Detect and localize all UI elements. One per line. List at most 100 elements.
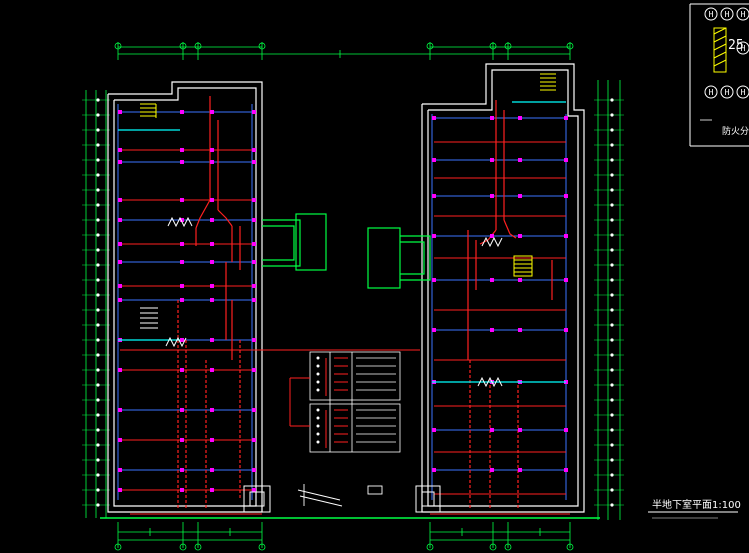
- sprinkler-head: [180, 284, 184, 288]
- left-tick-dot: [96, 443, 100, 447]
- sprinkler-head: [252, 218, 256, 222]
- left-tick-dot: [96, 383, 100, 387]
- sprinkler-head: [210, 488, 214, 492]
- sprinkler-head: [210, 242, 214, 246]
- sprinkler-head: [252, 338, 256, 342]
- sprinkler-head: [252, 160, 256, 164]
- connecting-passage: [262, 213, 431, 289]
- right-tick-dot: [610, 353, 614, 357]
- legend-mark-7: [736, 85, 749, 99]
- right-tick-dot: [610, 128, 614, 132]
- sprinkler-head: [252, 260, 256, 264]
- sprinkler-head: [210, 260, 214, 264]
- riser-table-rows: [316, 356, 396, 444]
- drawing-title-block: 半地下室平面1:100: [648, 498, 741, 519]
- sprinkler-head: [118, 260, 122, 264]
- sprinkler-heads: [118, 110, 568, 492]
- sprinkler-head: [118, 298, 122, 302]
- table-row-bullet: [316, 416, 320, 420]
- legend-mark-label-5: H: [709, 88, 714, 97]
- left-tick-dot: [96, 98, 100, 102]
- table-row-bullet: [316, 388, 320, 392]
- sprinkler-head: [252, 368, 256, 372]
- sprinkler-head: [432, 428, 436, 432]
- left-tick-dot: [96, 503, 100, 507]
- right-tick-dot: [610, 458, 614, 462]
- sprinkler-head: [118, 408, 122, 412]
- right-tick-dot: [610, 488, 614, 492]
- sprinkler-head: [490, 428, 494, 432]
- legend-mark-4: [736, 41, 749, 55]
- table-row-bullet: [316, 372, 320, 376]
- sprinkler-head: [432, 194, 436, 198]
- sprinkler-head: [180, 468, 184, 472]
- sprinkler-head: [252, 488, 256, 492]
- sprinkler-head: [564, 428, 568, 432]
- sprinkler-head: [210, 284, 214, 288]
- sprinkler-head: [180, 218, 184, 222]
- right-tick-dot: [610, 263, 614, 267]
- sprinkler-head: [490, 194, 494, 198]
- entry-ramp: [297, 484, 383, 507]
- right-tick-dot: [610, 323, 614, 327]
- sprinkler-head: [564, 468, 568, 472]
- sprinkler-head: [180, 148, 184, 152]
- sprinkler-head: [518, 468, 522, 472]
- bottom-wall-details: [243, 485, 441, 513]
- sprinkler-head: [518, 234, 522, 238]
- sprinkler-head: [180, 408, 184, 412]
- table-row-bullet: [316, 440, 320, 444]
- left-tick-dot: [96, 293, 100, 297]
- pipes-right: [467, 100, 553, 510]
- left-tick-dot: [96, 353, 100, 357]
- table-row-bullet: [316, 424, 320, 428]
- left-tick-dot: [96, 143, 100, 147]
- right-tick-dot: [610, 503, 614, 507]
- sprinkler-head: [518, 328, 522, 332]
- valve-groups: [165, 216, 503, 388]
- sprinkler-head: [180, 242, 184, 246]
- sprinkler-head: [518, 428, 522, 432]
- sprinkler-head: [118, 468, 122, 472]
- sprinkler-head: [180, 298, 184, 302]
- sprinkler-head: [210, 298, 214, 302]
- bottom-dimensions: [117, 522, 571, 548]
- sprinkler-head: [252, 148, 256, 152]
- right-tick-dot: [610, 248, 614, 252]
- sprinkler-head: [564, 158, 568, 162]
- sprinkler-head: [490, 328, 494, 332]
- sprinkler-head: [210, 198, 214, 202]
- right-tick-dot: [610, 473, 614, 477]
- sprinkler-head: [252, 408, 256, 412]
- right-tick-dot: [610, 293, 614, 297]
- sprinkler-head: [564, 116, 568, 120]
- left-tick-dot: [96, 413, 100, 417]
- legend-mark-6: [720, 85, 734, 99]
- left-tick-dot: [96, 473, 100, 477]
- right-building-walls: [421, 63, 585, 513]
- left-axis-ticks: [82, 98, 110, 507]
- sprinkler-head: [518, 278, 522, 282]
- right-axis-ticks: [594, 98, 624, 507]
- left-tick-dot: [96, 278, 100, 282]
- right-tick-dot: [610, 98, 614, 102]
- left-tick-dot: [96, 188, 100, 192]
- table-row-bullet: [316, 432, 320, 436]
- left-tick-dot: [96, 368, 100, 372]
- left-tick-dot: [96, 263, 100, 267]
- sprinkler-head: [252, 298, 256, 302]
- sprinkler-head: [180, 160, 184, 164]
- sprinkler-head: [518, 158, 522, 162]
- sprinkler-head: [564, 194, 568, 198]
- pipes-left: [120, 96, 420, 510]
- sprinkler-head: [210, 338, 214, 342]
- sprinkler-head: [432, 116, 436, 120]
- right-tick-dot: [610, 113, 614, 117]
- sprinkler-head: [180, 198, 184, 202]
- right-tick-dot: [610, 143, 614, 147]
- left-tick-dot: [96, 458, 100, 462]
- sprinkler-head: [252, 110, 256, 114]
- sprinkler-head: [490, 116, 494, 120]
